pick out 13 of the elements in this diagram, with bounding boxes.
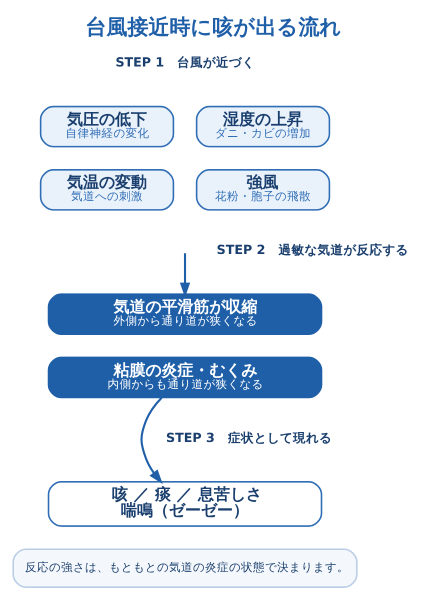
node-box: 気道の平滑筋が収縮 外側から通り道が狭くなる [47, 292, 322, 335]
label: STEP 2 過敏な気道が反応する [216, 242, 408, 257]
node-box: 気温の変動 気道への刺激 [39, 168, 174, 210]
diagram-title: 台風接近時に咳が出る流れ [84, 13, 341, 38]
node-box: 粘膜の炎症・むくみ 内側からも通り道が狭くなる [47, 356, 322, 398]
label: STEP 1 台風が近づく [114, 54, 255, 70]
node-box: 気圧の低下 自律神経の変化 [39, 105, 174, 147]
label: STEP 3 症状として現れる [166, 429, 332, 444]
node-box: 咳 ／ 痰 ／ 息苦しさ 喘鳴（ゼーゼー） [47, 480, 322, 526]
node-box: 湿度の上昇 ダニ・カビの増加 [195, 105, 330, 147]
node-box: 強風 花粉・胞子の飛散 [195, 168, 330, 210]
node-box: 反応の強さは、もともとの気道の炎症の状態で決まります。 [12, 548, 358, 588]
arrow [140, 396, 162, 484]
